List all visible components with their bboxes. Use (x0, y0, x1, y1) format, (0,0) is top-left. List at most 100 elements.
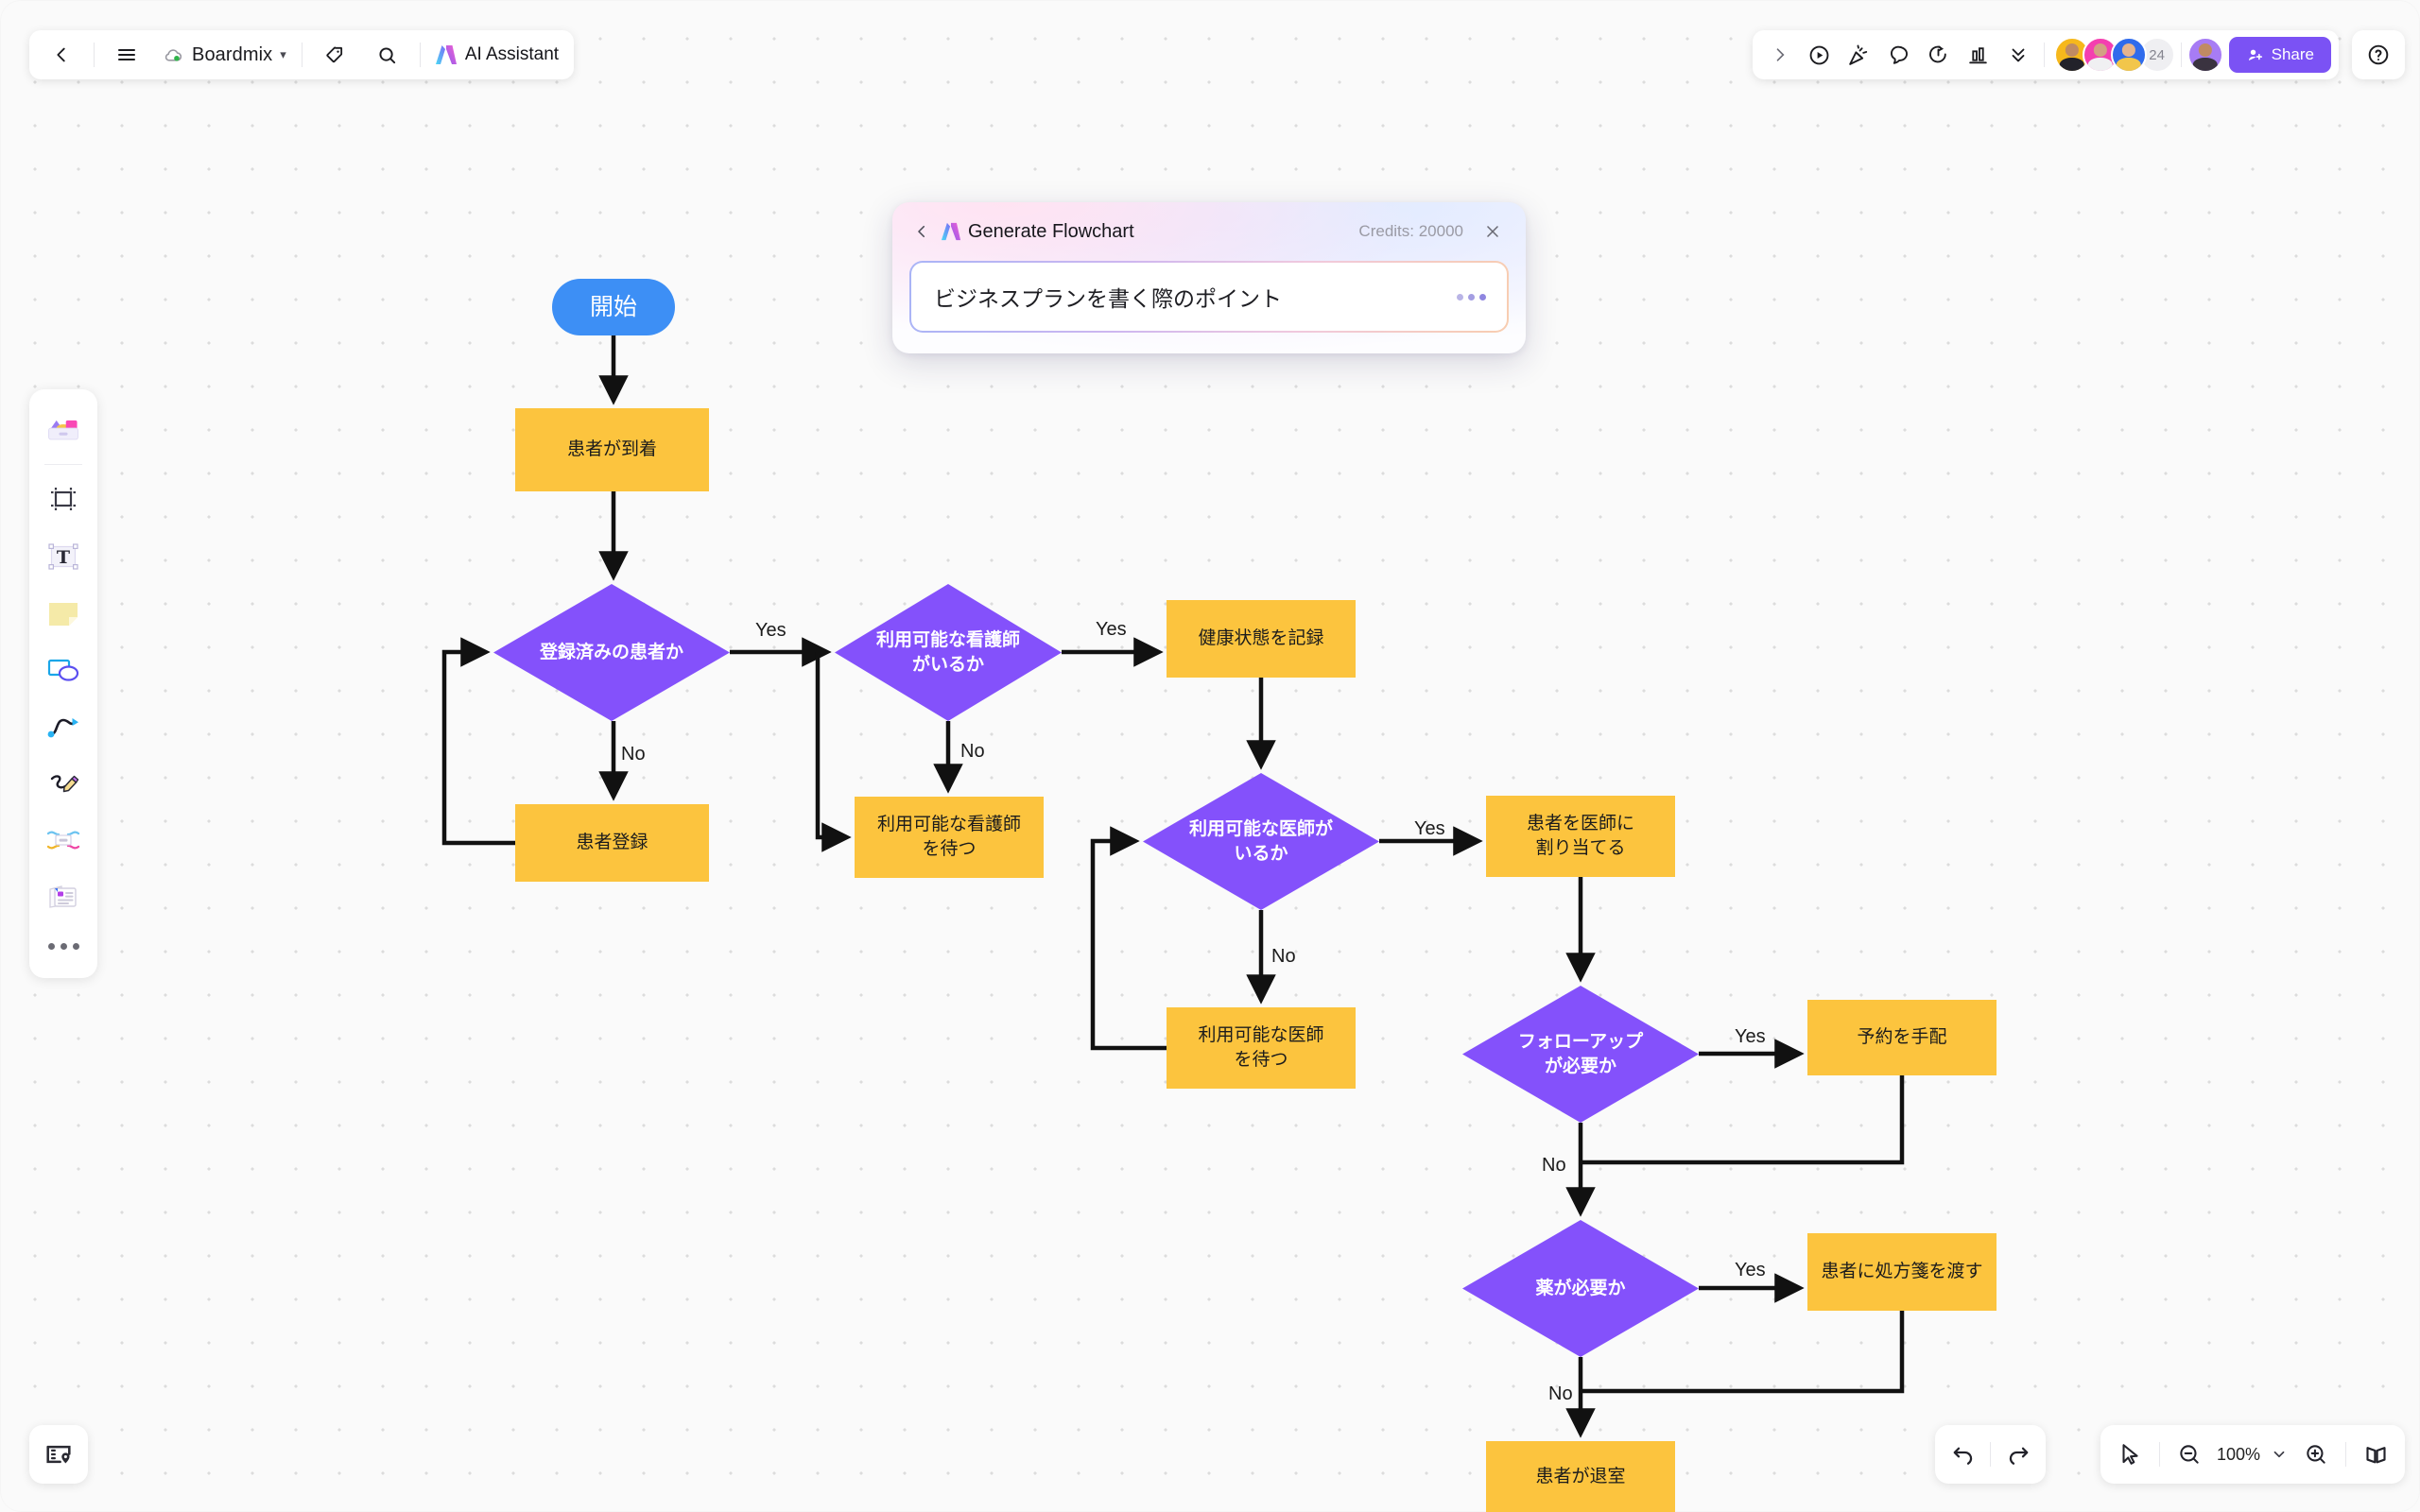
file-name-dropdown[interactable]: Boardmix ▾ (153, 36, 296, 74)
celebrate-button[interactable] (1840, 36, 1879, 74)
document-icon (49, 885, 77, 908)
top-left-toolbar: Boardmix ▾ AI Assistant (29, 30, 575, 79)
credits-label: Credits: 20000 (1358, 222, 1463, 240)
flow-node-exit[interactable] (1486, 1441, 1675, 1512)
party-popper-icon (1849, 44, 1868, 65)
rail-item-text[interactable]: T (37, 530, 90, 583)
ai-sparkle-logo-icon (941, 222, 961, 241)
flow-node-appoint[interactable] (1807, 1000, 1996, 1075)
help-button[interactable] (2352, 30, 2405, 79)
undo-button[interactable] (1941, 1433, 1984, 1476)
flow-node-prescribe[interactable] (1807, 1233, 1996, 1311)
dot (60, 942, 67, 950)
flow-node-register[interactable] (515, 804, 709, 882)
comment-button[interactable] (1879, 36, 1919, 74)
ai-assistant-button[interactable]: AI Assistant (426, 36, 568, 74)
ai-sparkle-logo-icon (435, 45, 457, 64)
chart-button[interactable] (1959, 36, 1998, 74)
flow-node-record[interactable] (1167, 600, 1356, 678)
flow-node-nurse_q[interactable] (835, 584, 1062, 721)
divider (2180, 43, 2182, 67)
table-icon (46, 831, 80, 850)
modal-title: Generate Flowchart (968, 220, 1134, 242)
hamburger-menu-icon (118, 49, 135, 60)
timer-icon (1929, 45, 1946, 62)
templates-icon (48, 420, 78, 440)
modal-close-button[interactable] (1478, 217, 1507, 246)
loading-dots-icon[interactable] (1457, 293, 1486, 301)
rail-item-table[interactable] (37, 814, 90, 867)
chevron-left-icon (57, 47, 65, 62)
bar-chart-icon (1969, 46, 1987, 63)
prompt-field[interactable] (911, 263, 1507, 331)
search-button[interactable] (361, 36, 414, 74)
connector-icon (47, 718, 78, 738)
flow-node-follow_q[interactable] (1462, 986, 1699, 1123)
file-name: Boardmix (192, 43, 273, 65)
chevron-down-icon (2273, 1451, 2285, 1458)
rail-item-sticky-note[interactable] (37, 587, 90, 640)
flow-node-registered[interactable] (493, 584, 730, 721)
current-user-avatar[interactable] (2187, 37, 2223, 73)
divider (94, 43, 95, 67)
divider (2043, 43, 2045, 67)
zoom-in-button[interactable] (2294, 1433, 2338, 1476)
expand-toolbar-button[interactable] (1760, 36, 1800, 74)
divider (1990, 1442, 1991, 1467)
back-button[interactable] (35, 36, 88, 74)
chevron-down-icon: ▾ (280, 47, 286, 61)
flow-node-med_q[interactable] (1462, 1220, 1699, 1357)
collaborator-avatars[interactable]: 24 (2053, 37, 2175, 73)
flow-edges (441, 335, 1905, 1438)
search-icon (379, 46, 396, 63)
flow-nodes[interactable] (493, 279, 1996, 1512)
zoom-toolbar: 100% (2100, 1425, 2405, 1484)
timer-button[interactable] (1919, 36, 1959, 74)
flow-node-doctor_q[interactable] (1143, 773, 1379, 910)
prompt-input[interactable] (932, 284, 1457, 310)
undo-redo-toolbar (1935, 1425, 2046, 1484)
rail-item-shapes[interactable] (37, 644, 90, 696)
menu-button[interactable] (100, 36, 153, 74)
modal-back-button[interactable] (908, 217, 936, 246)
rail-item-more[interactable] (47, 927, 79, 965)
rail-item-document[interactable] (37, 870, 90, 923)
share-button[interactable]: Share (2228, 37, 2331, 73)
zoom-dropdown-button[interactable] (2266, 1433, 2292, 1476)
rail-item-pen[interactable] (37, 757, 90, 810)
select-tool-button[interactable] (2108, 1433, 2152, 1476)
flow-node-assign[interactable] (1486, 796, 1675, 877)
zoom-level-value[interactable]: 100% (2216, 1444, 2260, 1464)
divider (2345, 1442, 2346, 1467)
help-circle-icon (2368, 44, 2389, 65)
top-right-toolbar: 24 Share (1752, 30, 2339, 79)
share-label: Share (2271, 45, 2314, 63)
zoom-out-button[interactable] (2168, 1433, 2211, 1476)
zoom-in-icon (2307, 1445, 2325, 1464)
rail-item-frame[interactable] (37, 473, 90, 526)
comment-bubble-icon (1891, 45, 1909, 64)
minimap-toggle-button[interactable] (2354, 1433, 2397, 1476)
zoom-out-icon (2180, 1445, 2199, 1464)
minimap-button[interactable] (29, 1425, 88, 1484)
rail-item-connector[interactable] (37, 700, 90, 753)
rail-item-templates[interactable] (37, 403, 90, 455)
flow-node-arrive[interactable] (515, 408, 709, 491)
collapse-button[interactable] (1998, 36, 2038, 74)
modal-header: Generate Flowchart Credits: 20000 (892, 202, 1526, 261)
redo-button[interactable] (1996, 1433, 2040, 1476)
play-presentation-icon (1809, 45, 1829, 64)
cloud-saved-icon (164, 48, 182, 61)
double-chevron-down-icon (2012, 48, 2025, 62)
divider (44, 464, 82, 465)
avatar[interactable] (2110, 37, 2147, 73)
flow-node-wait_nurse[interactable] (855, 797, 1044, 878)
flow-node-wait_doc[interactable] (1167, 1007, 1356, 1089)
board-location-icon (46, 1445, 71, 1464)
prompt-field-wrapper (909, 261, 1509, 333)
shapes-icon (47, 659, 79, 681)
tag-button[interactable] (308, 36, 361, 74)
flow-node-start[interactable] (552, 279, 675, 335)
present-button[interactable] (1800, 36, 1840, 74)
